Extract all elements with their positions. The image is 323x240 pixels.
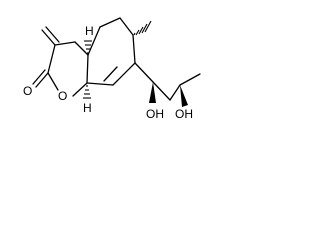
side-chain <box>134 62 201 101</box>
wedge-bond-oh-left <box>149 82 156 103</box>
structure-canvas: O O H H OH OH <box>23 17 201 121</box>
ring-oxygen-label: O <box>58 89 67 103</box>
h-bottom-label: H <box>83 101 92 115</box>
chemical-structure: O O H H OH OH <box>23 17 201 121</box>
cycloheptene-ring <box>86 17 136 86</box>
hashed-bond-h-bottom <box>83 85 91 99</box>
hashed-bond-h-top <box>84 40 92 54</box>
carbonyl-double-bond <box>32 69 49 88</box>
oh-left-label: OH <box>146 107 164 121</box>
hashed-bond-methyl <box>133 20 152 36</box>
lactone-ring <box>47 41 89 97</box>
methylene-double-bond <box>41 26 60 46</box>
wedge-bond-oh-right <box>180 85 188 107</box>
h-top-label: H <box>85 24 94 38</box>
oh-right-label: OH <box>175 107 193 121</box>
carbonyl-oxygen-label: O <box>23 84 32 98</box>
